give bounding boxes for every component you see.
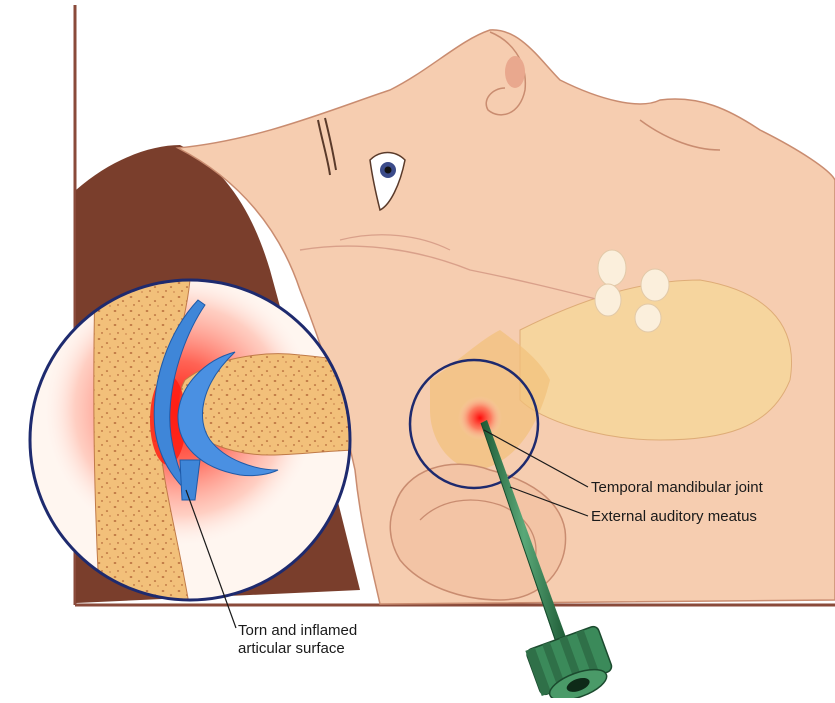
label-torn-articular-surface: Torn and inflamed articular surface: [238, 622, 357, 658]
nostril: [505, 56, 525, 88]
tmj-inflammation-spot: [458, 396, 502, 440]
label-torn-line1: Torn and inflamed: [238, 622, 357, 640]
label-external-auditory-meatus: External auditory meatus: [591, 508, 757, 526]
needle-hub: [525, 625, 618, 698]
label-temporal-mandibular-joint: Temporal mandibular joint: [591, 479, 763, 497]
label-torn-line2: articular surface: [238, 640, 357, 658]
